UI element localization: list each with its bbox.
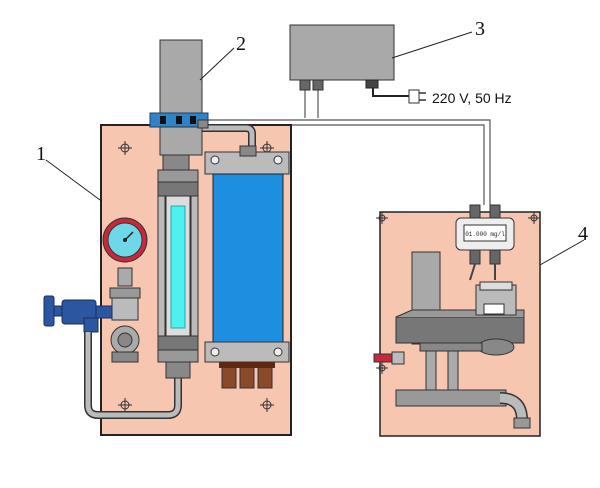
flow-column — [157, 154, 199, 379]
measurement-apparatus — [373, 251, 531, 429]
label-unit-3: 3 — [475, 18, 485, 40]
label-unit-2: 2 — [236, 33, 246, 55]
power-plug-icon — [408, 89, 426, 104]
label-unit-4: 4 — [578, 223, 588, 245]
blue-container — [200, 124, 290, 389]
mount-screw — [376, 212, 540, 374]
cables — [205, 85, 491, 205]
power-supply-label: 220 V, 50 Hz — [432, 90, 512, 106]
unit-2-sensor — [149, 39, 209, 156]
unit-3-controller — [289, 24, 426, 104]
label-unit-1: 1 — [36, 143, 46, 165]
analyser-display-text: 01.000 mg/l — [465, 231, 505, 238]
pressure-gauge — [102, 217, 148, 287]
leader-lines — [45, 31, 585, 266]
inlet-pipe — [84, 332, 182, 419]
analyser-module: 01.000 mg/l — [455, 204, 515, 281]
blue-valve — [43, 295, 113, 333]
